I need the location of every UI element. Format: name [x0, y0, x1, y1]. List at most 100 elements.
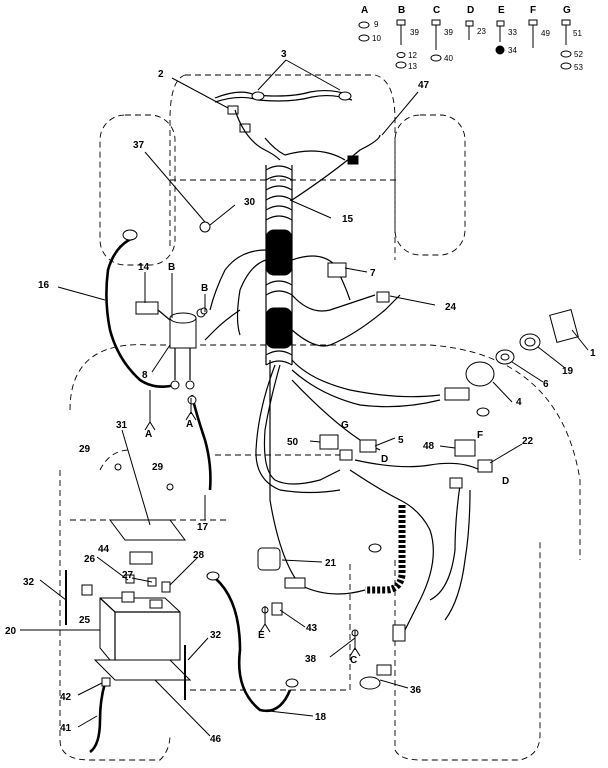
- clip-43: [271, 602, 283, 616]
- key-letter-b: B: [398, 5, 405, 16]
- key-g-part-3: 53: [574, 63, 583, 72]
- left-harness: [105, 229, 212, 491]
- bolt-head-icon: [528, 19, 538, 26]
- terminal-28: [161, 581, 171, 593]
- fuse-holder-14: [135, 301, 159, 315]
- callout-31: 31: [116, 420, 128, 431]
- callout-21: 21: [325, 558, 337, 569]
- battery-area: [65, 519, 299, 754]
- callout-2: 2: [158, 69, 164, 80]
- lower-right-components: [257, 505, 406, 690]
- key-b-part-2: 12: [408, 51, 417, 60]
- bracket-50: [319, 434, 339, 450]
- callout-32: 32: [210, 630, 222, 641]
- callout-29: 29: [79, 444, 91, 455]
- bolt-head-icon: [561, 19, 571, 26]
- marker-d: D: [381, 454, 388, 465]
- nut-icon: [495, 45, 505, 55]
- callout-29: 29: [152, 462, 164, 473]
- marker-c: C: [350, 655, 357, 666]
- callout-37: 37: [133, 140, 145, 151]
- fasteners: [114, 221, 359, 637]
- callout-27: 27: [122, 570, 134, 581]
- connector-24: [376, 291, 390, 303]
- marker-b: B: [201, 283, 208, 294]
- main-wiring: [204, 134, 481, 641]
- callout-5: 5: [398, 435, 404, 446]
- key-a-part-1: 9: [374, 20, 379, 29]
- callout-7: 7: [370, 268, 376, 279]
- nut-icon: [560, 62, 572, 70]
- switch-7: [327, 262, 347, 278]
- key-letter-g: G: [563, 5, 571, 16]
- nut-icon: [430, 54, 442, 62]
- conduit-15: [265, 165, 293, 366]
- clamp-36: [359, 676, 381, 690]
- key-e-part-2: 34: [508, 46, 517, 55]
- connector-5: [359, 439, 377, 453]
- callout-6: 6: [543, 379, 549, 390]
- callout-44: 44: [98, 544, 110, 555]
- callout-14: 14: [138, 262, 150, 273]
- washer-icon: [396, 52, 406, 58]
- key-g-part-2: 52: [574, 50, 583, 59]
- key-c-part-1: 39: [444, 28, 453, 37]
- right-components: [319, 262, 579, 489]
- ring-terminal-icon: [122, 229, 138, 241]
- hose-41: [89, 682, 107, 754]
- bolt-25: [81, 584, 93, 596]
- callout-16: 16: [38, 280, 50, 291]
- key-a-part-2: 10: [372, 34, 381, 43]
- callout-26: 26: [84, 554, 96, 565]
- marker-a: A: [186, 419, 193, 430]
- marker-f: F: [477, 430, 483, 441]
- callout-18: 18: [315, 712, 327, 723]
- key-g-part-1: 51: [573, 29, 582, 38]
- callout-42: 42: [60, 692, 72, 703]
- callout-30: 30: [244, 197, 256, 208]
- nut-icon: [395, 61, 407, 69]
- callout-3: 3: [281, 49, 287, 60]
- conduit-wrap: [265, 307, 293, 349]
- callout-48: 48: [423, 441, 435, 452]
- callout-28: 28: [193, 550, 205, 561]
- cable-18: [214, 577, 292, 713]
- callout-24: 24: [445, 302, 457, 313]
- key-e-part-1: 33: [508, 28, 517, 37]
- bolt-head-icon: [465, 20, 474, 27]
- key-letter-f: F: [530, 5, 536, 16]
- callout-38: 38: [305, 654, 317, 665]
- connector-icon: [347, 155, 359, 165]
- bracket-48: [454, 439, 476, 457]
- fastener-30: [199, 221, 211, 233]
- switch-22: [477, 459, 493, 473]
- letter-markers: B B A A G D F D E C: [144, 262, 509, 666]
- solenoid-21: [257, 547, 281, 571]
- marker-g: G: [341, 420, 349, 431]
- headlight-harness: [214, 89, 359, 165]
- headlight-bulb-icon: [251, 91, 265, 101]
- marker-b: B: [168, 262, 175, 273]
- washer-icon: [358, 34, 370, 42]
- key-1: [549, 309, 579, 343]
- cable-17: [190, 394, 212, 491]
- tray-46: [93, 659, 192, 681]
- callout-4: 4: [516, 397, 522, 408]
- key-f-part-1: 49: [541, 29, 550, 38]
- key-letter-e: E: [498, 5, 505, 16]
- key-letter-d: D: [467, 5, 474, 16]
- bolt-head-icon: [396, 19, 406, 26]
- key-letter-c: C: [433, 5, 440, 16]
- conduit-wrap: [265, 229, 293, 276]
- marker-e: E: [258, 630, 265, 641]
- callout-19: 19: [562, 366, 574, 377]
- key-c-part-2: 40: [444, 54, 453, 63]
- callout-50: 50: [287, 437, 299, 448]
- washer-icon: [560, 50, 572, 58]
- key-d-part-1: 23: [477, 27, 486, 36]
- marker-d: D: [502, 476, 509, 487]
- key-letter-a: A: [361, 5, 368, 16]
- washer-icon: [358, 21, 370, 29]
- callout-25: 25: [79, 615, 91, 626]
